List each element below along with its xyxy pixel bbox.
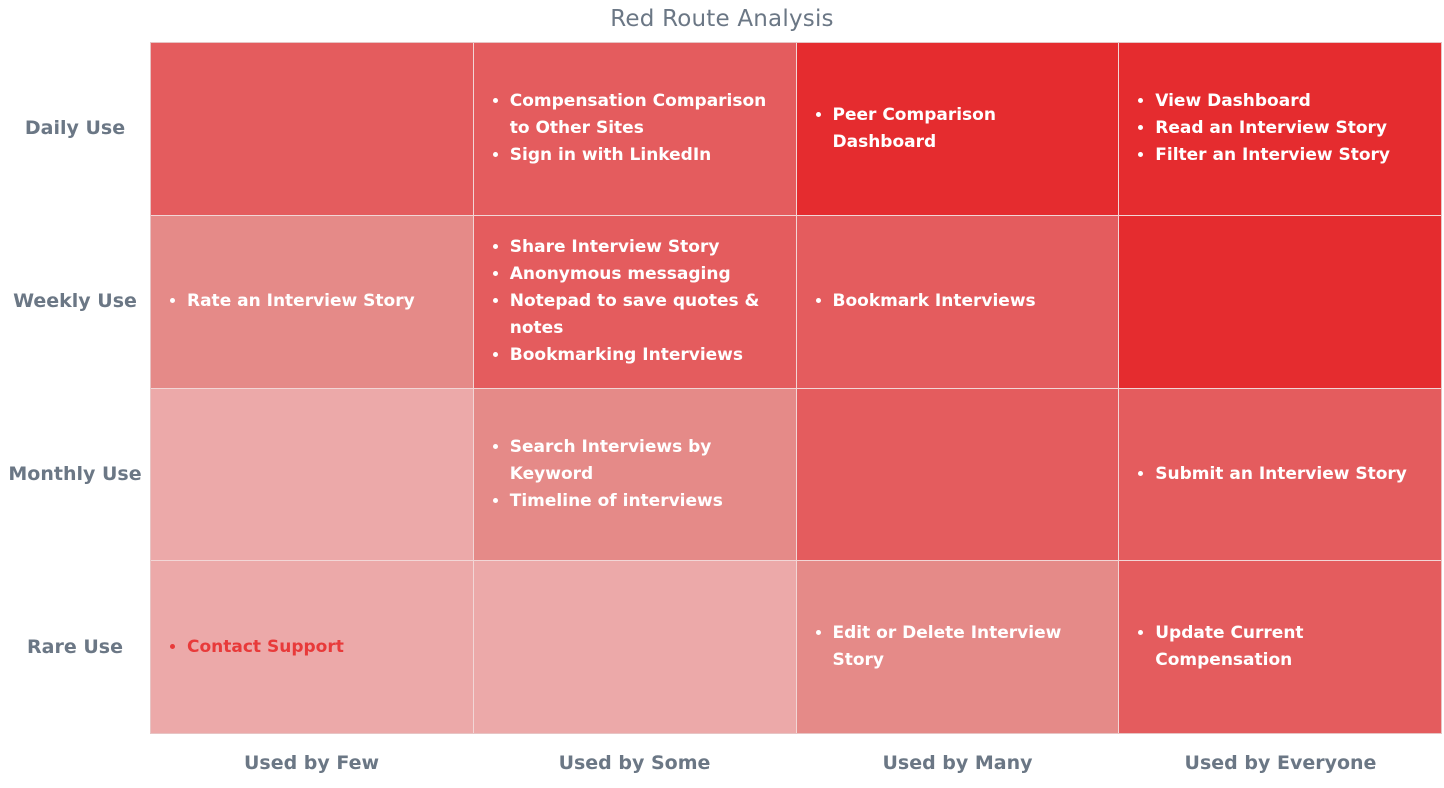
matrix-cell-daily-few [151,43,473,215]
feature-item: Read an Interview Story [1155,115,1390,142]
feature-item: Anonymous messaging [510,261,782,288]
matrix-cell-daily-everyone: View DashboardRead an Interview StoryFil… [1119,43,1441,215]
feature-list: Search Interviews by KeywordTimeline of … [490,434,782,515]
diagram-title: Red Route Analysis [610,6,834,32]
column-label-everyone: Used by Everyone [1184,752,1377,774]
feature-list: Submit an Interview Story [1135,461,1407,488]
feature-item: Contact Support [187,634,344,661]
feature-item: Timeline of interviews [510,488,782,515]
feature-item: Share Interview Story [510,234,782,261]
row-label-weekly: Weekly Use [13,290,137,312]
feature-list: View DashboardRead an Interview StoryFil… [1135,88,1390,169]
matrix-cell-weekly-many: Bookmark Interviews [796,215,1119,388]
row-label-rare: Rare Use [27,636,123,658]
matrix-cell-monthly-some: Search Interviews by KeywordTimeline of … [473,388,796,561]
feature-item: Sign in with LinkedIn [510,142,782,169]
feature-item: Filter an Interview Story [1155,142,1390,169]
feature-item: Compensation Comparison to Other Sites [510,88,782,142]
column-label-some: Used by Some [558,752,711,774]
matrix-cell-weekly-few: Rate an Interview Story [151,215,473,388]
matrix-cell-weekly-everyone [1119,215,1441,388]
feature-list: Compensation Comparison to Other SitesSi… [490,88,782,169]
matrix-cell-monthly-few [151,388,473,561]
feature-item: Peer Comparison Dashboard [833,102,1105,156]
feature-list: Rate an Interview Story [167,288,415,315]
feature-item: View Dashboard [1155,88,1390,115]
row-label-daily: Daily Use [24,117,126,139]
feature-item: Submit an Interview Story [1155,461,1407,488]
matrix-cell-weekly-some: Share Interview StoryAnonymous messaging… [473,215,796,388]
red-route-matrix: Compensation Comparison to Other SitesSi… [150,42,1442,734]
feature-item: Bookmarking Interviews [510,342,782,369]
column-label-few: Used by Few [243,752,380,774]
matrix-cell-rare-many: Edit or Delete Interview Story [796,561,1119,733]
matrix-cell-daily-some: Compensation Comparison to Other SitesSi… [473,43,796,215]
matrix-cell-rare-few: Contact Support [151,561,473,733]
feature-item: Bookmark Interviews [833,288,1036,315]
matrix-cell-rare-some [473,561,796,733]
feature-item: Update Current Compensation [1155,620,1427,674]
matrix-cell-daily-many: Peer Comparison Dashboard [796,43,1119,215]
column-label-many: Used by Many [882,752,1033,774]
feature-item: Notepad to save quotes & notes [510,288,782,342]
matrix-cell-monthly-everyone: Submit an Interview Story [1119,388,1441,561]
feature-list: Update Current Compensation [1135,620,1427,674]
feature-list: Share Interview StoryAnonymous messaging… [490,234,782,369]
feature-list: Peer Comparison Dashboard [813,102,1105,156]
feature-item: Search Interviews by Keyword [510,434,782,488]
matrix-cell-rare-everyone: Update Current Compensation [1119,561,1441,733]
feature-item: Rate an Interview Story [187,288,415,315]
feature-list: Contact Support [167,634,344,661]
feature-list: Edit or Delete Interview Story [813,620,1105,674]
matrix-cell-monthly-many [796,388,1119,561]
feature-item: Edit or Delete Interview Story [833,620,1105,674]
row-label-monthly: Monthly Use [8,463,142,485]
feature-list: Bookmark Interviews [813,288,1036,315]
